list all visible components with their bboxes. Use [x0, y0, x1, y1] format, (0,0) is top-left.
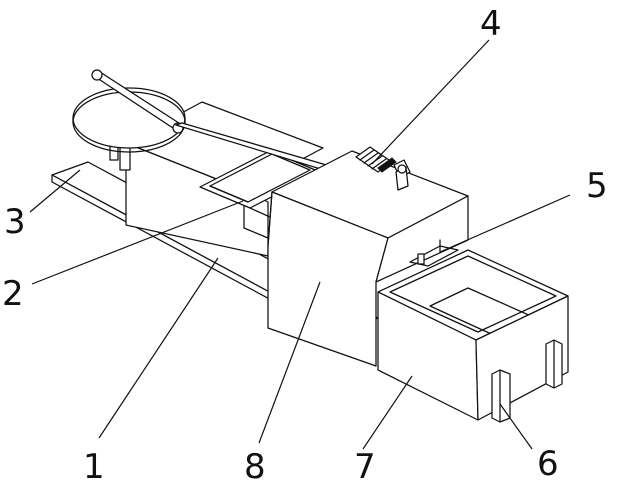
label-7: 7 — [354, 447, 376, 486]
label-4: 4 — [480, 4, 502, 44]
pulley-assembly — [72, 69, 331, 171]
leader-lines — [29, 39, 571, 450]
label-6: 6 — [537, 444, 559, 484]
label-3: 3 — [4, 202, 26, 242]
label-2: 2 — [2, 274, 24, 314]
callout-labels: 1 2 3 4 5 6 7 8 — [2, 4, 608, 486]
collection-bin — [377, 249, 569, 423]
top-motor — [355, 146, 411, 191]
label-1: 1 — [83, 447, 105, 486]
front-box — [267, 150, 469, 367]
label-8: 8 — [244, 447, 266, 486]
label-5: 5 — [586, 166, 608, 206]
